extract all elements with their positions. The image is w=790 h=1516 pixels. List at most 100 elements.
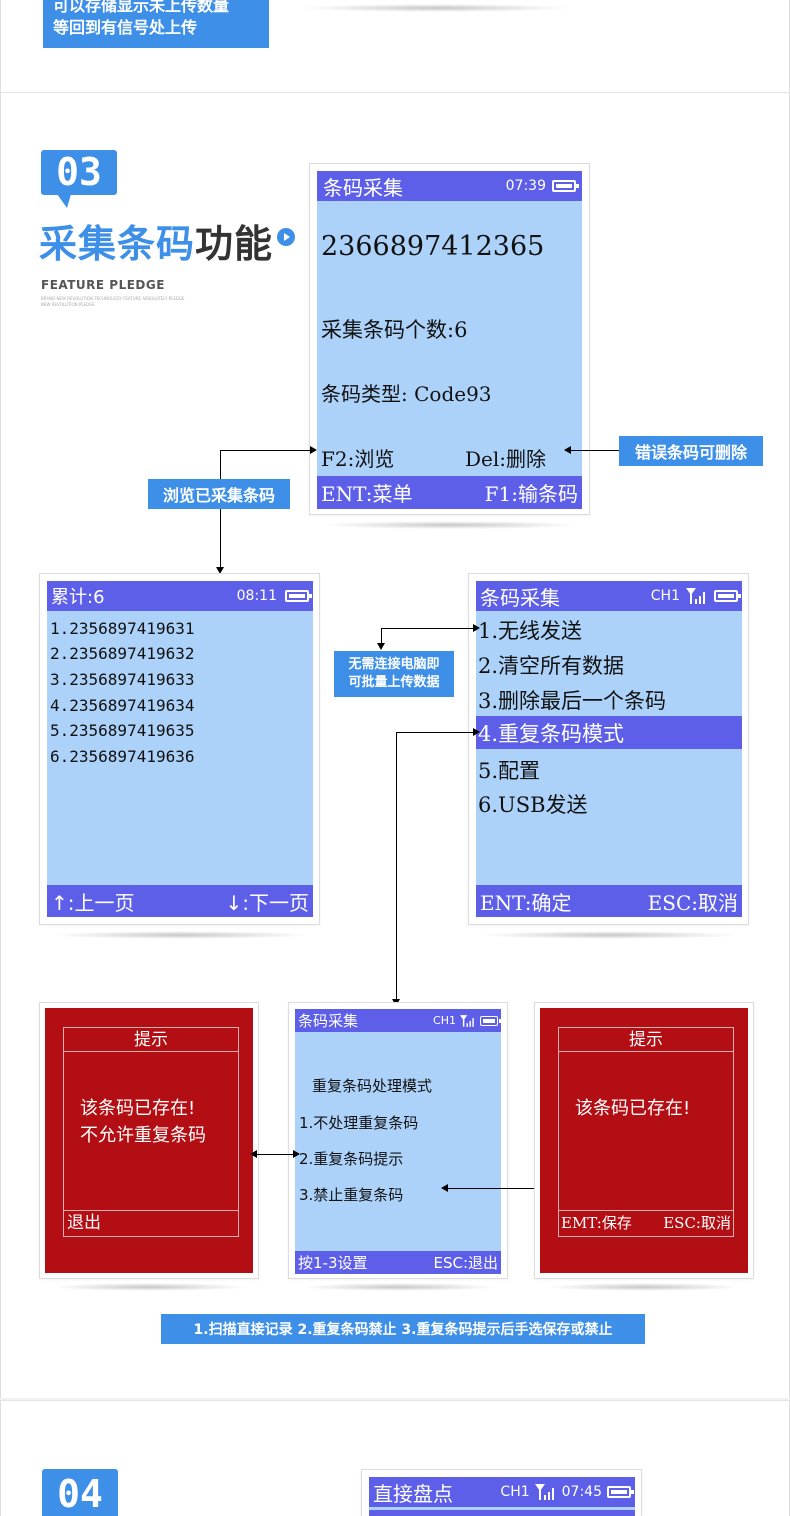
main-screen-count: 采集条码个数:6 xyxy=(321,318,468,342)
browse-callout: 浏览已采集条码 xyxy=(148,479,290,509)
list-screen-title: 累计:6 xyxy=(51,587,105,608)
alert-left-arrowhead-r xyxy=(293,1150,300,1158)
menu-item-delete-last[interactable]: 3.删除最后一个条码 xyxy=(478,689,667,713)
main-screen-barcode: 2366897412365 xyxy=(321,231,545,262)
main-screen-frame: 条码采集 07:39 2366897412365 采集条码个数:6 条码类型: … xyxy=(309,163,590,515)
dup-esc: ESC:退出 xyxy=(433,1254,498,1272)
dup-screen: 条码采集 CH1 重复条码处理模式 1.不处理重复条码 2.重复条码提示 3.禁… xyxy=(295,1009,501,1274)
battery-icon xyxy=(480,1015,501,1026)
dup-screen-shadow xyxy=(301,1283,497,1291)
browse-arrowhead xyxy=(310,446,317,454)
signal-icon xyxy=(460,1014,474,1027)
menu-screen-frame: 条码采集 CH1 1.无线发送 2.清空所有数据 3.删除最后一个条码 4.重复… xyxy=(468,573,749,925)
alert-right-shadow xyxy=(546,1283,742,1291)
list-item: 5.2356897419635 xyxy=(50,721,195,740)
alert-right-cancel[interactable]: ESC:取消 xyxy=(663,1214,731,1232)
wireless-callout-line2: 可批量上传数据 xyxy=(348,675,440,690)
section04-time: 07:45 xyxy=(561,1484,602,1500)
browse-connector-v2 xyxy=(220,509,221,569)
menu-item-wireless-send[interactable]: 1.无线发送 xyxy=(478,619,583,643)
alert-right-save[interactable]: EMT:保存 xyxy=(561,1214,632,1232)
dup-option-2[interactable]: 2.重复条码提示 xyxy=(299,1150,404,1168)
signal-icon xyxy=(686,588,705,604)
browse-arrowhead-down xyxy=(216,567,224,574)
section-04: 04 直接盘点 CH1 07:45 xyxy=(0,1400,790,1516)
menu-screen-channel: CH1 xyxy=(650,588,680,604)
menu-screen-footer: ENT:确定 ESC:取消 xyxy=(476,885,742,917)
list-screen-footer: ↑:上一页 ↓:下一页 xyxy=(47,885,313,917)
battery-icon xyxy=(714,590,741,602)
section-number: 03 xyxy=(56,150,102,194)
main-screen: 条码采集 07:39 2366897412365 采集条码个数:6 条码类型: … xyxy=(317,171,582,509)
battery-icon xyxy=(285,590,312,602)
feature-sub1: BRAND NEW REVOLUTION TECHNOLOGY FEATURE … xyxy=(41,296,185,301)
alert-left-line1: 该条码已存在! xyxy=(80,1098,196,1119)
dup-option-3[interactable]: 3.禁止重复条码 xyxy=(299,1186,404,1204)
top-banner-line2: 等回到有信号处上传 xyxy=(53,18,198,37)
bottom-callout: 1.扫描直接记录 2.重复条码禁止 3.重复条码提示后手选保存或禁止 xyxy=(161,1314,645,1344)
section04-number-badge: 04 xyxy=(42,1469,118,1516)
menu-screen-shadow xyxy=(479,931,739,939)
badge-pointer xyxy=(57,194,71,208)
menu-screen-title: 条码采集 xyxy=(480,585,560,610)
menu-screen-header: 条码采集 CH1 xyxy=(476,581,742,611)
section-title: 采集条码功能 xyxy=(39,213,273,268)
menu-item-usb-send[interactable]: 6.USB发送 xyxy=(478,793,588,817)
top-section: 可以存储显示未上传数量 等回到有信号处上传 xyxy=(0,0,790,92)
delete-arrow xyxy=(569,450,619,451)
alert-right-actions: EMT:保存 ESC:取消 xyxy=(559,1210,733,1236)
play-icon xyxy=(277,228,295,246)
alert-right-screen: 提示 该条码已存在! EMT:保存 ESC:取消 xyxy=(540,1008,748,1273)
top-banner-line1: 可以存储显示未上传数量 xyxy=(53,0,230,15)
section04-screen: 直接盘点 CH1 07:45 xyxy=(369,1477,635,1516)
dup-screen-channel: CH1 xyxy=(433,1014,456,1027)
dup-heading: 重复条码处理模式 xyxy=(312,1077,433,1095)
alert-left-exit-row[interactable]: 退出 xyxy=(64,1210,238,1236)
section04-screen-title: 直接盘点 xyxy=(373,1481,453,1506)
dup-screen-footer: 按1-3设置 ESC:退出 xyxy=(295,1251,501,1274)
menu-item-duplicate-mode-label: 4.重复条码模式 xyxy=(478,722,625,746)
section04-screen-frame: 直接盘点 CH1 07:45 xyxy=(361,1469,642,1516)
wireless-connector-v xyxy=(381,628,382,645)
wireless-callout-line1: 无需连接电脑即 xyxy=(348,657,440,672)
list-screen-frame: 累计:6 08:11 1.2356897419631 2.23568974196… xyxy=(39,573,320,925)
section-03: 03 采集条码功能 FEATURE PLEDGE BRAND NEW REVOL… xyxy=(0,92,790,1398)
menu-ent: ENT:确定 xyxy=(480,890,572,915)
list-item: 2.2356897419632 xyxy=(50,644,195,663)
menu-item-duplicate-mode[interactable]: 4.重复条码模式 xyxy=(476,716,742,749)
wireless-arrowhead-right xyxy=(473,624,480,632)
feature-label: FEATURE PLEDGE xyxy=(41,278,165,292)
alert-left-exit: 退出 xyxy=(67,1213,101,1233)
list-screen-header: 累计:6 08:11 xyxy=(47,581,313,611)
dup-option-1[interactable]: 1.不处理重复条码 xyxy=(299,1114,419,1132)
menu-item-clear-data[interactable]: 2.清空所有数据 xyxy=(478,654,625,678)
section-number-badge: 03 xyxy=(41,150,117,195)
main-screen-header: 条码采集 07:39 xyxy=(317,171,582,201)
wireless-arrowhead-down xyxy=(377,643,385,650)
alert-right-line1: 该条码已存在! xyxy=(575,1098,691,1119)
main-screen-del: Del:删除 xyxy=(465,447,547,471)
alert-right-title: 提示 xyxy=(629,1030,663,1050)
main-screen-f2: F2:浏览 xyxy=(321,447,395,471)
alert-right-connector xyxy=(447,1188,535,1189)
duplicate-arrowhead-right xyxy=(473,728,480,736)
alert-left-title-row: 提示 xyxy=(64,1028,238,1052)
wireless-callout: 无需连接电脑即 可批量上传数据 xyxy=(334,651,454,697)
alert-left-arrowhead-l xyxy=(250,1150,257,1158)
browse-connector-v1 xyxy=(220,450,221,479)
dup-set: 按1-3设置 xyxy=(298,1254,368,1272)
section04-screen-header: 直接盘点 CH1 07:45 xyxy=(369,1477,635,1507)
main-screen-type: 条码类型: Code93 xyxy=(321,382,492,406)
main-screen-f1: F1:输条码 xyxy=(484,482,578,506)
menu-esc: ESC:取消 xyxy=(647,890,738,915)
duplicate-connector-h xyxy=(396,732,474,733)
alert-left-shadow xyxy=(51,1283,247,1291)
list-screen: 累计:6 08:11 1.2356897419631 2.23568974196… xyxy=(47,581,313,917)
list-prev-page: ↑:上一页 xyxy=(51,890,135,915)
delete-arrowhead xyxy=(564,446,571,454)
wireless-connector-h xyxy=(381,628,474,629)
menu-item-config[interactable]: 5.配置 xyxy=(478,759,541,783)
main-screen-shadow xyxy=(321,521,581,529)
dup-screen-frame: 条码采集 CH1 重复条码处理模式 1.不处理重复条码 2.重复条码提示 3.禁… xyxy=(288,1002,508,1279)
alert-right-title-row: 提示 xyxy=(559,1028,733,1052)
